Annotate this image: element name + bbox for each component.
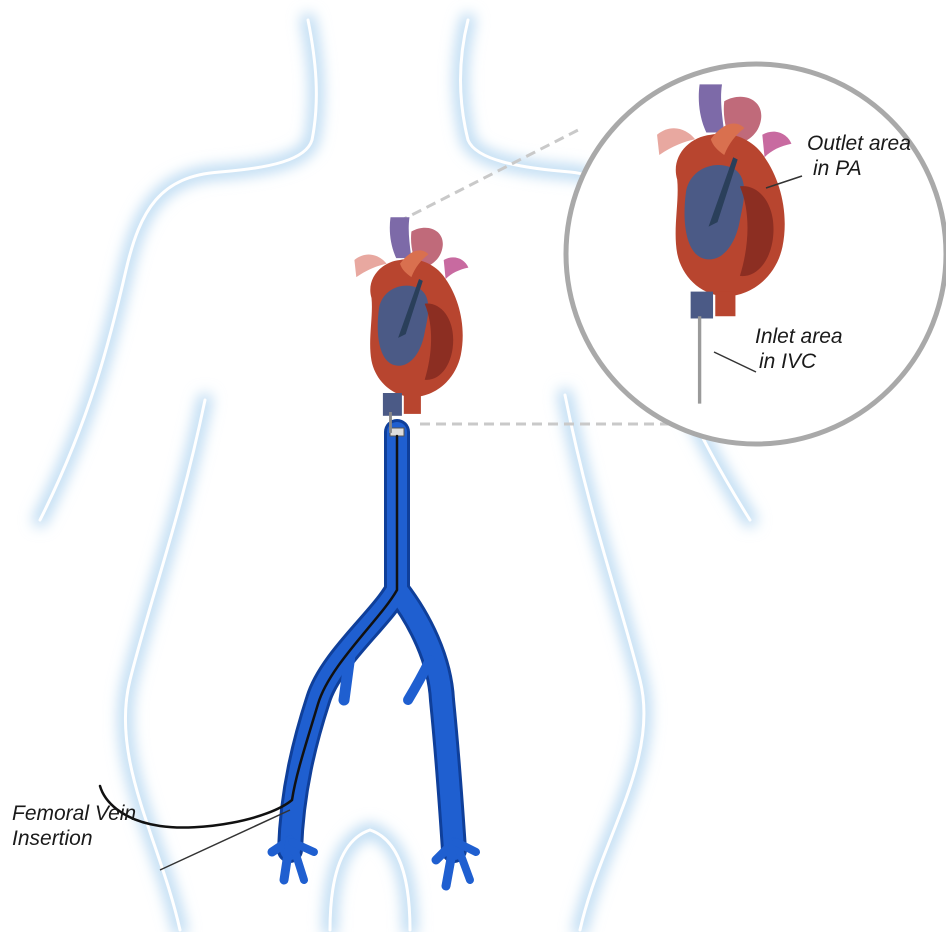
outlet-area-label: Outlet area in PA [807,131,911,181]
inlet-label-line2: in IVC [755,349,843,374]
inlet-area-label: Inlet area in IVC [755,324,843,374]
outlet-label-line1: Outlet area [807,131,911,156]
femoral-vein-tree [272,428,476,886]
outlet-label-line2: in PA [807,156,911,181]
inlet-label-line1: Inlet area [755,324,843,349]
femoral-vein-label: Femoral Vein Insertion [12,801,136,851]
femoral-pointer-line [160,810,290,870]
heart-small [354,217,468,433]
femoral-label-line1: Femoral Vein [12,801,136,826]
femoral-label-line2: Insertion [12,826,136,851]
